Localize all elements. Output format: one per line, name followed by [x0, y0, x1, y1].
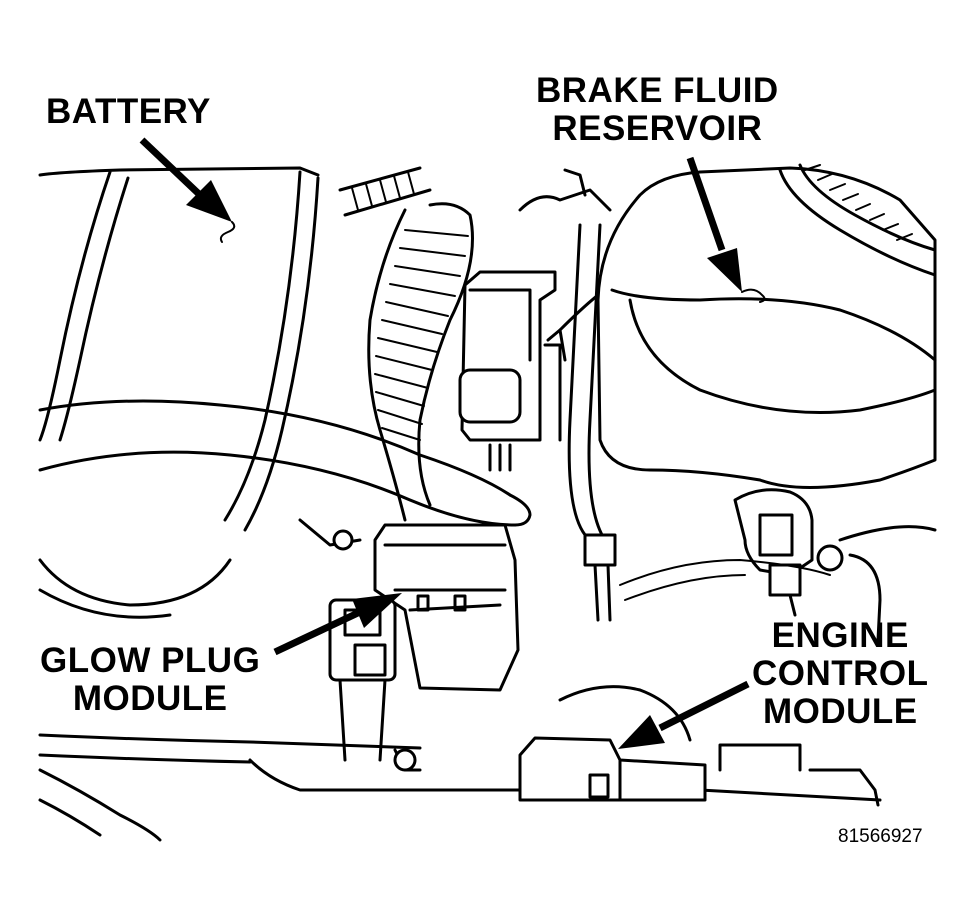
glow-plug-connector-drawing [328, 598, 422, 772]
sensor-connector-drawing [619, 488, 937, 642]
brake-reservoir-pointer-arrow [686, 156, 766, 303]
figure-number: 81566927 [838, 826, 923, 847]
relay-block-drawing [458, 168, 612, 472]
ecm-label-line3: MODULE [762, 692, 918, 731]
brake-fluid-label-line1: BRAKE FLUID [536, 71, 779, 110]
battery-label-text: BATTERY [46, 92, 211, 131]
ecm-label-line1: ENGINE [771, 616, 909, 655]
glow-plug-pointer-arrow [273, 593, 402, 656]
ecm-pointer-arrow [618, 680, 750, 749]
engine-control-module-label: ENGINE CONTROL MODULE [752, 617, 929, 731]
battery-cable-drawing [38, 399, 532, 527]
battery-drawing [38, 166, 320, 619]
brake-fluid-reservoir-label: BRAKE FLUID RESERVOIR [536, 72, 779, 148]
glow-plug-label-line1: GLOW PLUG [40, 641, 261, 680]
ecm-label-line2: CONTROL [752, 654, 929, 693]
wiring-loom-drawing [338, 166, 474, 522]
glow-plug-module-label: GLOW PLUG MODULE [40, 642, 260, 718]
brake-reservoir-drawing [596, 163, 937, 489]
battery-label: BATTERY [46, 93, 211, 131]
brake-fluid-label-line2: RESERVOIR [552, 109, 763, 148]
glow-plug-module-drawing [373, 523, 520, 692]
ecm-drawing [518, 736, 880, 807]
battery-pointer-arrow [139, 137, 236, 243]
glow-plug-label-line2: MODULE [72, 679, 228, 718]
brake-line-drawing [546, 223, 622, 622]
